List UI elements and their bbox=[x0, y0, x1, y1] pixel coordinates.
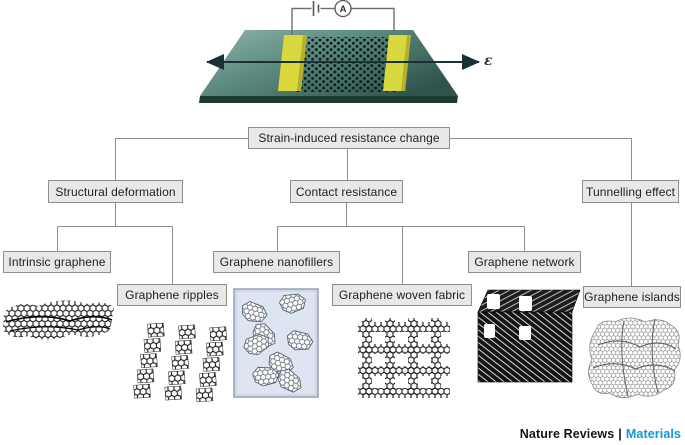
branding-separator: | bbox=[618, 427, 622, 441]
ammeter-icon: A bbox=[334, 0, 352, 18]
node-tunnelling-effect: Tunnelling effect bbox=[582, 180, 679, 203]
node-strain-induced-resistance-change: Strain-induced resistance change bbox=[248, 127, 450, 149]
graphene-ripples-illustration bbox=[133, 322, 227, 403]
ammeter-label: A bbox=[340, 4, 347, 15]
graphene-network-illustration bbox=[477, 289, 581, 383]
node-graphene-woven-fabric: Graphene woven fabric bbox=[332, 284, 472, 306]
node-graphene-nanofillers: Graphene nanofillers bbox=[213, 251, 340, 273]
journal-name: Nature Reviews bbox=[519, 427, 615, 441]
circuit-wires bbox=[291, 7, 395, 35]
node-intrinsic-graphene: Intrinsic graphene bbox=[3, 251, 111, 273]
strain-symbol-label: ε bbox=[484, 53, 493, 69]
graphene-channel bbox=[296, 37, 399, 92]
substrate-front-edge bbox=[199, 96, 458, 103]
node-graphene-network: Graphene network bbox=[468, 251, 581, 273]
graphene-nanofillers-illustration bbox=[233, 288, 319, 398]
node-structural-deformation: Structural deformation bbox=[48, 180, 183, 203]
crumpled-graphene-sheet-illustration bbox=[3, 300, 114, 340]
graphene-woven-fabric-illustration bbox=[358, 318, 450, 398]
battery-icon bbox=[312, 1, 320, 16]
publication-name: Materials bbox=[625, 427, 681, 441]
node-graphene-ripples: Graphene ripples bbox=[117, 284, 227, 306]
node-graphene-islands: Graphene islands bbox=[583, 286, 681, 308]
node-contact-resistance: Contact resistance bbox=[290, 180, 403, 203]
graphene-islands-illustration bbox=[588, 317, 681, 399]
flowchart-connectors bbox=[57, 138, 632, 286]
journal-branding: Nature Reviews|Materials bbox=[520, 427, 681, 441]
strain-sensor-device-illustration: A bbox=[199, 0, 480, 103]
